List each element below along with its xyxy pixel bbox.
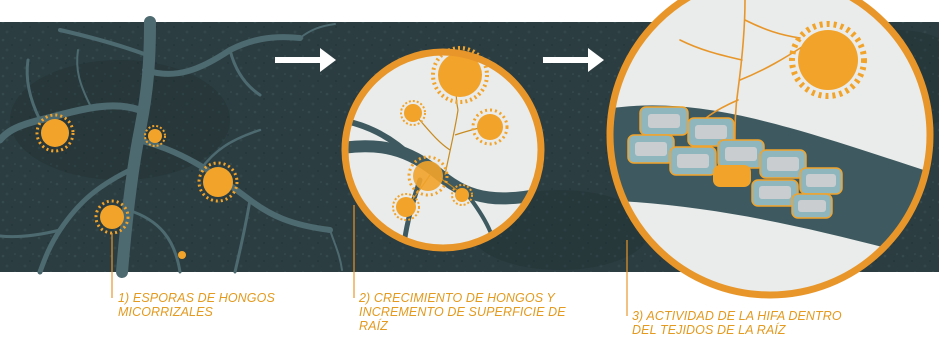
hypha-activity-circle xyxy=(606,0,934,299)
spore-1 xyxy=(35,113,75,153)
caption-step-2: 2) CRECIMIENTO DE HONGOS Y INCREMENTO DE… xyxy=(359,291,566,333)
arrow-icon xyxy=(275,48,336,72)
caption-step-1-line-2: MICORRIZALES xyxy=(118,305,213,319)
spore-5 xyxy=(178,251,186,259)
caption-step-1: 1) ESPORAS DE HONGOS MICORRIZALES xyxy=(118,291,275,319)
fungal-spores xyxy=(35,113,239,259)
arbuscule xyxy=(713,165,751,187)
growth-circle xyxy=(341,46,545,252)
caption-step-2-line-2: INCREMENTO DE SUPERFICIE DE xyxy=(359,305,566,319)
root-cells xyxy=(627,106,843,219)
caption-step-2-line-3: RAÍZ xyxy=(359,319,388,333)
spore-2 xyxy=(144,125,166,147)
caption-step-1-line-1: 1) ESPORAS DE HONGOS xyxy=(118,291,275,305)
growing-fungi xyxy=(392,46,509,221)
caption-step-2-line-1: 2) CRECIMIENTO DE HONGOS Y xyxy=(359,291,555,305)
caption-step-3-line-1: 3) ACTIVIDAD DE LA HIFA DENTRO xyxy=(632,309,842,323)
spore-4 xyxy=(94,199,130,235)
spore-3 xyxy=(197,161,239,203)
fungus-spore-large xyxy=(789,21,867,99)
arrow-icon xyxy=(543,48,604,72)
caption-step-3-line-2: DEL TEJIDOS DE LA RAÍZ xyxy=(632,323,786,337)
caption-step-3: 3) ACTIVIDAD DE LA HIFA DENTRO DEL TEJID… xyxy=(632,309,842,337)
leader-lines xyxy=(111,205,628,316)
root-system xyxy=(0,16,343,278)
